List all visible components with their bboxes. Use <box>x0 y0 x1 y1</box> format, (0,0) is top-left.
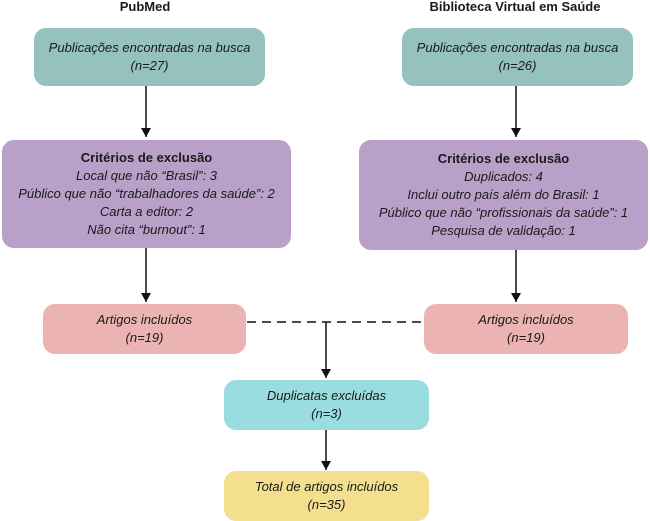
pubmed-found-box: Publicações encontradas na busca (n=27) <box>34 28 265 86</box>
bvs-exclusion-item: Inclui outro país além do Brasil: 1 <box>407 187 600 202</box>
arrowhead-left-1 <box>141 128 151 137</box>
arrowhead-right-1 <box>511 128 521 137</box>
bvs-found-count: (n=26) <box>498 58 537 73</box>
arrowhead-right-2 <box>511 293 521 302</box>
bvs-found-label: Publicações encontradas na busca <box>416 40 619 55</box>
bvs-title: Biblioteca Virtual em Saúde <box>429 0 601 14</box>
duplicates-box: Duplicatas excluídas (n=3) <box>224 380 429 430</box>
bvs-exclusion-box: Critérios de exclusão Duplicados: 4 Incl… <box>359 140 648 250</box>
pubmed-exclusion-item: Não cita “burnout”: 1 <box>87 222 206 237</box>
bvs-included-label: Artigos incluídos <box>478 312 574 327</box>
bvs-exclusion-title: Critérios de exclusão <box>437 151 570 166</box>
duplicates-label: Duplicatas excluídas <box>266 388 387 403</box>
total-box: Total de artigos incluídos (n=35) <box>224 471 429 521</box>
total-label: Total de artigos incluídos <box>254 479 399 494</box>
pubmed-exclusion-item: Local que não “Brasil”: 3 <box>76 168 217 183</box>
pubmed-exclusion-item: Público que não “trabalhadores da saúde”… <box>18 186 275 201</box>
arrowhead-merge <box>321 369 331 378</box>
bvs-found-box: Publicações encontradas na busca (n=26) <box>402 28 633 86</box>
pubmed-found-label: Publicações encontradas na busca <box>48 40 251 55</box>
pubmed-included-count: (n=19) <box>125 330 164 345</box>
pubmed-title: PubMed <box>119 0 171 14</box>
bvs-exclusion-item: Duplicados: 4 <box>464 169 543 184</box>
pubmed-included-label: Artigos incluídos <box>96 312 193 327</box>
pubmed-exclusion-item: Carta a editor: 2 <box>99 204 194 219</box>
pubmed-found-count: (n=27) <box>130 58 169 73</box>
pubmed-exclusion-box: Critérios de exclusão Local que não “Bra… <box>2 140 291 248</box>
duplicates-count: (n=3) <box>311 406 342 421</box>
arrowhead-total <box>321 461 331 470</box>
bvs-exclusion-item: Público que não “profissionais da saúde”… <box>378 205 629 220</box>
total-count: (n=35) <box>307 497 346 512</box>
pubmed-included-box: Artigos incluídos (n=19) <box>43 304 246 354</box>
bvs-included-count: (n=19) <box>507 330 545 345</box>
bvs-included-box: Artigos incluídos (n=19) <box>424 304 628 354</box>
pubmed-exclusion-title: Critérios de exclusão <box>80 150 213 165</box>
arrowhead-left-2 <box>141 293 151 302</box>
bvs-exclusion-item: Pesquisa de validação: 1 <box>431 223 576 238</box>
